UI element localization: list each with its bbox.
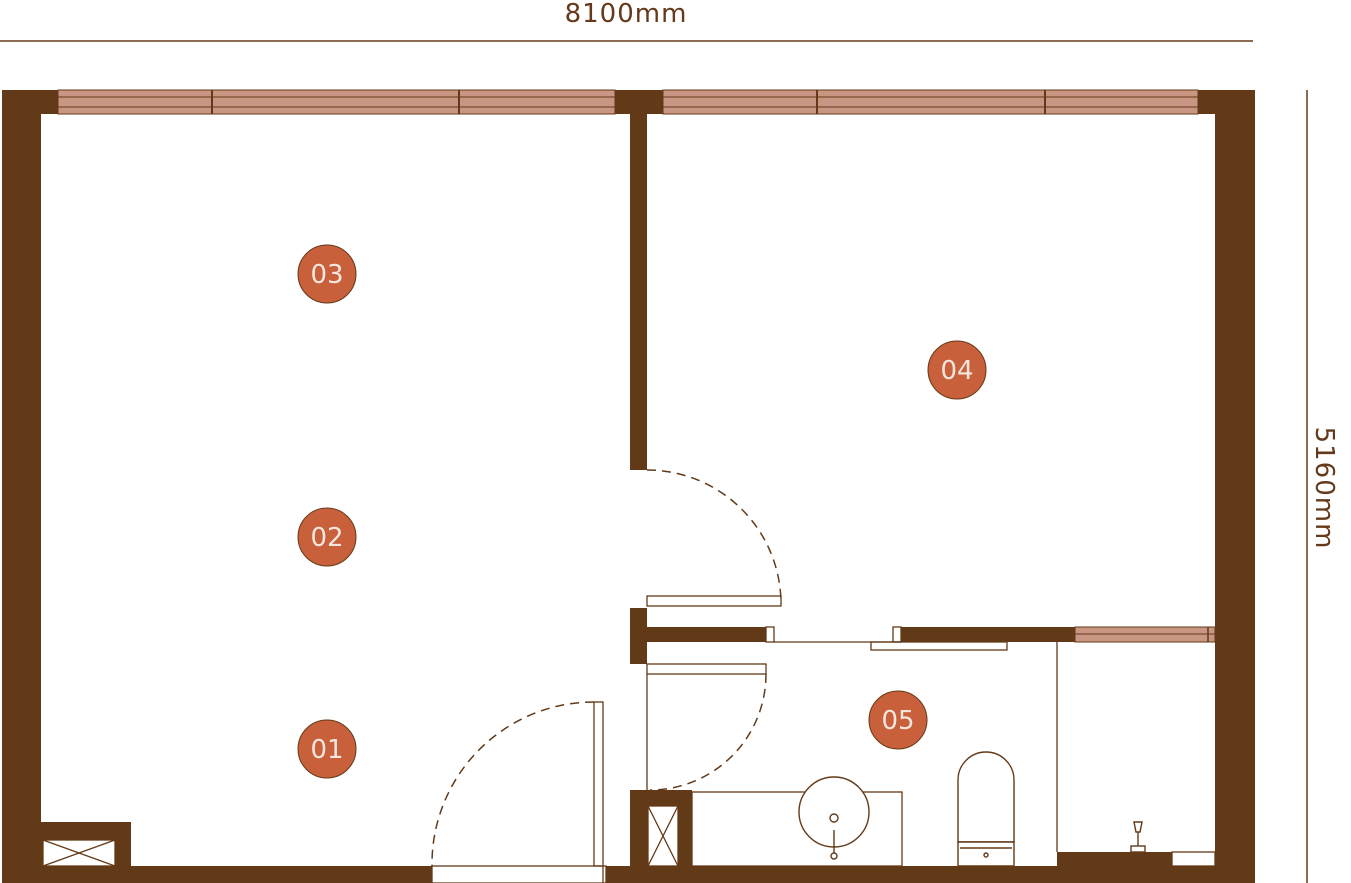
interior-walls xyxy=(41,114,1172,866)
room-marker-02: 02 xyxy=(297,507,357,567)
room-label-04: 04 xyxy=(940,356,973,386)
door-swings xyxy=(431,469,782,867)
room-marker-01: 01 xyxy=(297,719,357,779)
outer-walls xyxy=(2,90,1255,883)
dimension-width: 8100mm xyxy=(0,0,1253,42)
width-dimension-label: 8100mm xyxy=(565,0,688,29)
sink-icon xyxy=(798,776,870,860)
toilet-icon xyxy=(957,751,1015,867)
fixture-outlines xyxy=(431,595,1216,883)
window-right xyxy=(663,90,1198,114)
window-left xyxy=(58,90,615,114)
room-marker-04: 04 xyxy=(927,340,987,400)
room-marker-03: 03 xyxy=(297,244,357,304)
service-window xyxy=(1074,626,1216,643)
room-label-05: 05 xyxy=(881,706,914,736)
entrance-door-swing xyxy=(431,701,595,867)
room-label-01: 01 xyxy=(310,735,343,765)
bathroom-door-swing xyxy=(649,673,767,791)
height-dimension-label: 5160mm xyxy=(1309,427,1339,550)
shower-mixer-icon xyxy=(1130,821,1146,853)
room-marker-05: 05 xyxy=(868,690,928,750)
bedroom-door-swing xyxy=(646,469,782,605)
room-label-02: 02 xyxy=(310,523,343,553)
shaft-boxes xyxy=(42,805,679,867)
dimension-height: 5160mm xyxy=(1306,90,1339,883)
top-windows xyxy=(57,89,1199,115)
room-label-03: 03 xyxy=(310,260,343,290)
